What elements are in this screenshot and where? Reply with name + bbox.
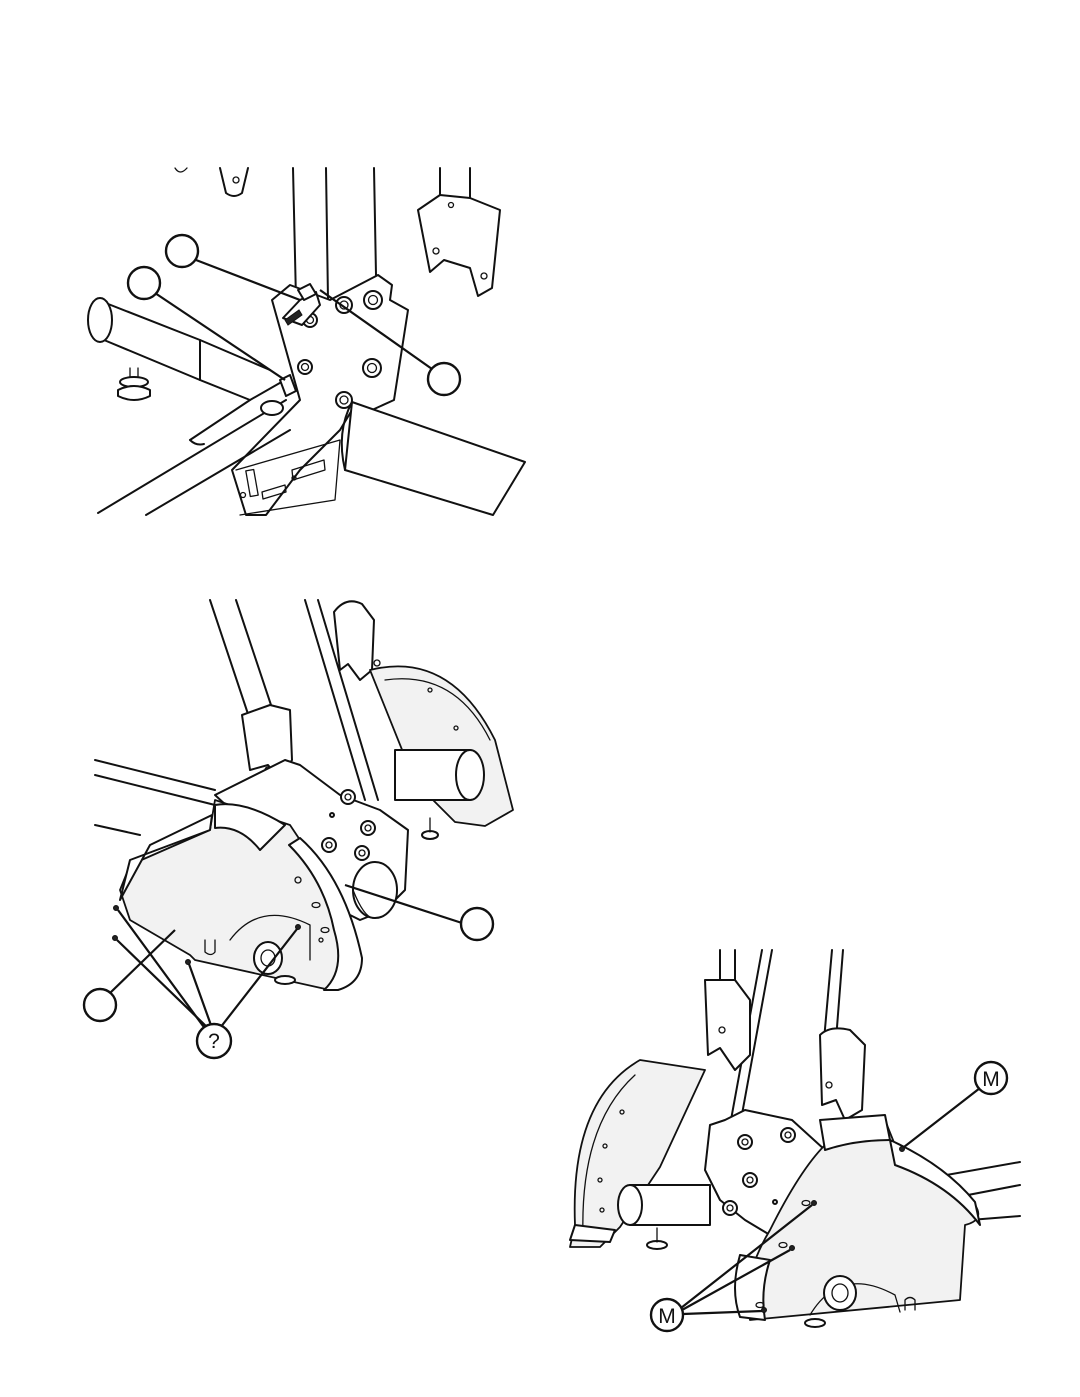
callout-bubble-1 xyxy=(164,233,200,269)
callout-m-bottom-label: M xyxy=(658,1305,676,1328)
bolt-group xyxy=(321,789,376,861)
callout-bubble-5 xyxy=(459,906,495,942)
bolt-group xyxy=(722,1127,796,1216)
callout-m-bottom-bubble xyxy=(649,1297,685,1333)
callout-bubble-2 xyxy=(126,265,162,301)
figure-2-drawing: ? xyxy=(82,599,514,1060)
figure-3-shroud-right: M M xyxy=(540,920,1080,1397)
figure-3-drawing: M M xyxy=(569,949,1021,1333)
callout-m-top-bubble xyxy=(973,1060,1009,1096)
screw-group xyxy=(112,905,301,965)
callout-screw-bubble xyxy=(195,1022,233,1060)
callout-bubble-4 xyxy=(82,987,118,1023)
callout-bubble-3 xyxy=(426,361,462,397)
figure-1-frame-bracket xyxy=(0,0,540,540)
callout-m-top-label: M xyxy=(982,1068,1000,1091)
figure-2-shroud-left: ? xyxy=(0,560,540,1080)
bolt-group xyxy=(297,290,383,409)
figure-1-drawing xyxy=(87,167,526,516)
callout-screw-label: ? xyxy=(208,1030,220,1053)
